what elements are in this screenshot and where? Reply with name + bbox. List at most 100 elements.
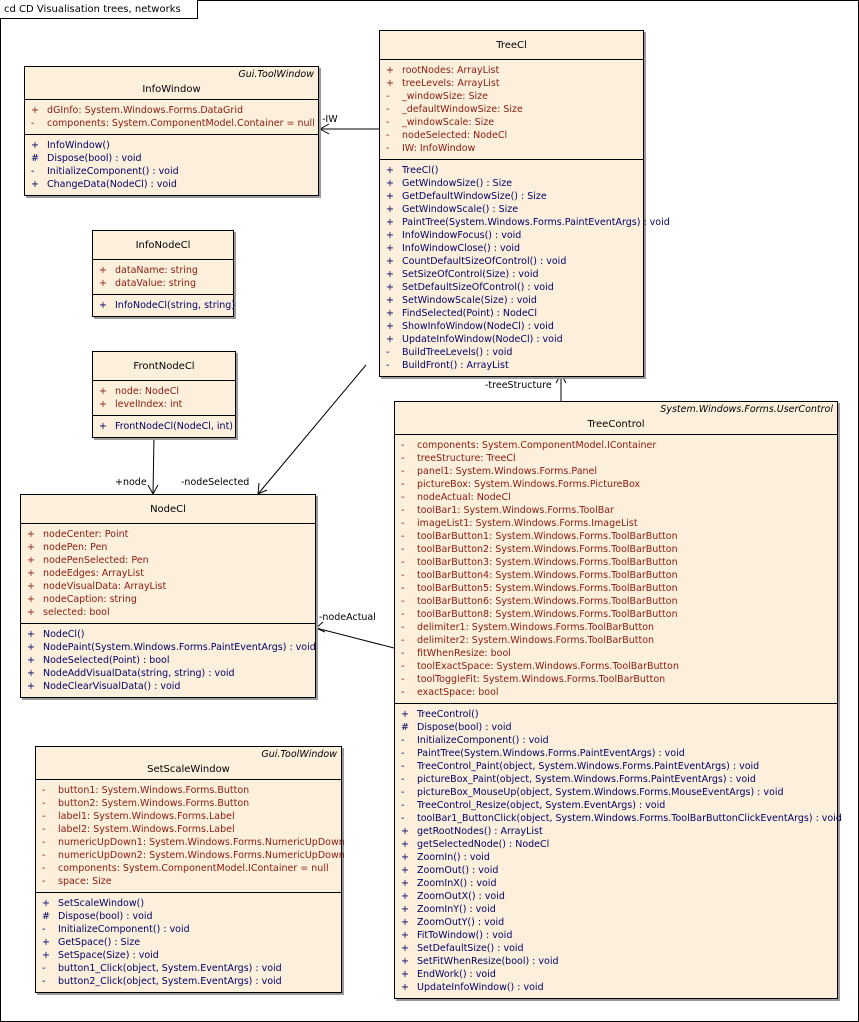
member-text: toolBar1: System.Windows.Forms.ToolBar [417,505,614,516]
member-text: delimiter1: System.Windows.Forms.ToolBar… [417,622,655,633]
visibility-marker: + [386,165,394,176]
member-text: NodeSelected(Point) : bool [43,655,170,666]
class-header: FrontNodeCl [93,352,235,381]
class-header: NodeCl [21,495,315,524]
visibility-marker: + [386,295,394,306]
class-name: TreeControl [587,419,645,430]
visibility-marker: + [386,282,394,293]
visibility-marker: - [401,505,405,516]
operation-row: +SetDefaultSizeOfControl() : void [380,281,643,294]
attribute-row: -components: System.ComponentModel.Conta… [25,117,318,130]
attribute-row: -components: System.ComponentModel.ICont… [36,862,341,875]
visibility-marker: + [401,930,409,941]
attribute-row: +nodeCenter: Point [21,528,315,541]
visibility-marker: - [401,800,405,811]
visibility-marker: - [42,963,46,974]
visibility-marker: + [401,943,409,954]
member-text: PaintTree(System.Windows.Forms.PaintEven… [402,217,670,228]
operation-row: +SetScaleWindow() [36,897,341,910]
operation-row: +SetDefaultSize() : void [395,942,837,955]
attribute-row: -imageList1: System.Windows.Forms.ImageL… [395,517,837,530]
visibility-marker: - [42,876,46,887]
attribute-row: -numericUpDown2: System.Windows.Forms.Nu… [36,849,345,862]
operation-row: +ZoomIn() : void [395,851,837,864]
operation-row: +SetFitWhenResize(bool) : void [395,955,837,968]
visibility-marker: + [27,568,35,579]
operation-row: +FitToWindow() : void [395,929,837,942]
operation-row: +EndWork() : void [395,968,837,981]
visibility-marker: + [27,607,35,618]
attribute-row: -toolBarButton3: System.Windows.Forms.To… [395,556,837,569]
operation-row: +FindSelected(Point) : NodeCl [380,307,643,320]
class-operations: +InfoNodeCl(string, string) [93,295,235,316]
attribute-row: -toolBarButton5: System.Windows.Forms.To… [395,582,837,595]
operation-row: +UpdateInfoWindow() : void [395,981,837,994]
visibility-marker: - [401,596,405,607]
member-text: TreeControl_Resize(object, System.EventA… [417,800,666,811]
member-text: selected: bool [43,607,110,618]
attribute-row: +nodePenSelected: Pen [21,554,315,567]
class-treecl[interactable]: TreeCl+rootNodes: ArrayList+treeLevels: … [379,30,670,377]
operation-row: +getSelectedNode() : NodeCl [395,838,837,851]
visibility-marker: - [401,531,405,542]
operation-row: +ZoomOut() : void [395,864,837,877]
visibility-marker: + [99,300,107,311]
visibility-marker: + [401,826,409,837]
attribute-row: +nodeEdges: ArrayList [21,567,315,580]
class-frontnodecl[interactable]: FrontNodeCl+node: NodeCl+levelIndex: int… [92,351,236,438]
member-text: node: NodeCl [115,386,179,397]
member-text: pictureBox: System.Windows.Forms.Picture… [417,479,641,490]
visibility-marker: + [401,878,409,889]
operation-row: -TreeControl_Paint(object, System.Window… [395,760,837,773]
operation-row: +GetWindowSize() : Size [380,177,643,190]
operation-row: +ZoomInY() : void [395,903,837,916]
attribute-row: - _defaultWindowSize: Size [380,103,643,116]
attribute-row: -numericUpDown1: System.Windows.Forms.Nu… [36,836,345,849]
visibility-marker: - [42,785,46,796]
operation-row: -PaintTree(System.Windows.Forms.PaintEve… [395,747,837,760]
visibility-marker: # [31,153,39,164]
attribute-row: -_windowSize: Size [380,90,643,103]
member-text: ShowInfoWindow(NodeCl) : void [402,321,554,332]
attribute-row: +node: NodeCl [93,385,235,398]
operation-row: #Dispose(bool) : void [25,152,318,165]
edge-frontnodecl-nodecl [152,435,155,495]
member-text: GetDefaultWindowSize() : Size [402,191,547,202]
member-text: InfoWindowFocus() : void [402,230,522,241]
operation-row: -BuildFront() : ArrayList [380,359,643,372]
operation-row: +ZoomOutY() : void [395,916,837,929]
member-text: ZoomOutX() : void [417,891,505,902]
visibility-marker: + [27,594,35,605]
class-attributes: +node: NodeCl+levelIndex: int [93,381,235,416]
member-text: nodeActual: NodeCl [417,492,511,503]
operation-row: +InfoNodeCl(string, string) [93,299,235,312]
member-text: treeLevels: ArrayList [402,78,500,89]
visibility-marker: - [42,811,46,822]
member-text: toolBarButton2: System.Windows.Forms.Too… [417,544,678,555]
visibility-marker: - [401,774,405,785]
visibility-marker: - [386,104,390,115]
class-infonodecl[interactable]: InfoNodeCl+dataName: string+dataValue: s… [92,230,235,317]
visibility-marker: + [27,668,35,679]
member-text: SetScaleWindow() [58,898,145,909]
visibility-marker: - [401,583,405,594]
attribute-row: -toolBarButton4: System.Windows.Forms.To… [395,569,837,582]
class-header: InfoNodeCl [93,231,233,260]
attribute-row: -space: Size [36,875,341,888]
visibility-marker: - [401,440,405,451]
operation-row: +TreeCl() [380,164,643,177]
class-nodecl[interactable]: NodeCl+nodeCenter: Point+nodePen: Pen+no… [20,494,316,698]
member-text: _defaultWindowSize: Size [402,104,523,115]
diagram-frame-title: cd CD Visualisation trees, networks [0,0,198,19]
operation-row: +TreeControl() [395,708,837,721]
visibility-marker: + [42,937,50,948]
visibility-marker: + [42,950,50,961]
member-text: button1: System.Windows.Forms.Button [58,785,250,796]
operation-row: -InitializeComponent() : void [395,734,837,747]
operation-row: -BuildTreeLevels() : void [380,346,643,359]
member-text: PaintTree(System.Windows.Forms.PaintEven… [417,748,685,759]
member-text: numericUpDown1: System.Windows.Forms.Num… [58,837,345,848]
